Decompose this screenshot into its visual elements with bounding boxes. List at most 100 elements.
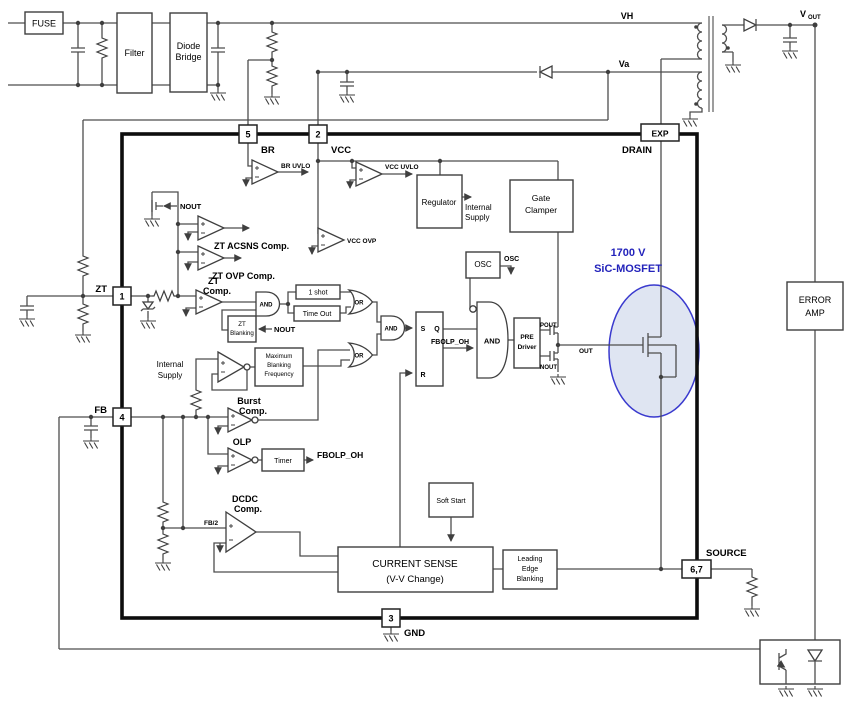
nout-driver-label: NOUT (540, 365, 557, 371)
pin-gnd-label: GND (404, 628, 425, 639)
max-blanking-label-3: Frequency (264, 371, 294, 378)
pin-br-label: BR (261, 145, 275, 156)
zt-divider-resistor-top (77, 253, 89, 281)
zt-comparator (195, 288, 224, 316)
fb-divider-resistor-top (157, 499, 169, 527)
burst-comparator (227, 406, 254, 434)
and-gate-1 (255, 291, 281, 317)
one-shot-box (295, 284, 341, 300)
pin-fb-label: FB (94, 405, 107, 416)
pre-driver-label-2: Driver (518, 344, 537, 351)
pre-driver-label-1: PRE (520, 334, 534, 341)
optocoupler (759, 639, 841, 685)
pin-fb-number: 4 (119, 413, 124, 423)
time-out-box (293, 305, 341, 322)
or1-label: OR (355, 301, 365, 307)
vout-net-sub: OUT (808, 15, 821, 21)
pin-zt: 1 (112, 286, 132, 306)
gate-clamper-label-1: Gate (532, 193, 551, 203)
source-sense-resistor (746, 574, 758, 602)
pin-br: 5 (238, 124, 258, 144)
time-out-label: Time Out (303, 311, 332, 318)
zt-comp-label-2: Comp. (203, 286, 231, 296)
br-divider-resistor-bottom (266, 63, 278, 91)
filter-box (116, 12, 153, 94)
sic-mosfet-highlight-ellipse (608, 284, 700, 418)
vcc-ovp-comparator (317, 226, 346, 254)
zt-comp-label-1: ZT (208, 276, 219, 286)
fbolp-oh-label-1: FBOLP_OH (317, 450, 363, 460)
dcdc-comp-label-1: DCDC (232, 494, 258, 504)
zt-acsns-comparator (197, 214, 226, 242)
pin-vcc: 2 (308, 124, 328, 144)
dcdc-comparator (225, 510, 258, 554)
diode-bridge-label-1: Diode (177, 41, 201, 51)
internal-supply-label-1: Internal (465, 203, 492, 212)
pin-zt-label: ZT (95, 284, 107, 295)
output-rectifier-diode (743, 17, 758, 33)
gate-clamper-box (509, 179, 574, 233)
leb-label-3: Blanking (517, 576, 544, 583)
internal-supply2-label-2: Supply (158, 371, 182, 380)
max-blanking-comparator (217, 350, 246, 384)
vcc-uvlo-comparator (355, 160, 384, 188)
va-net-label: Va (619, 59, 631, 69)
driver-nmos (540, 345, 559, 361)
and1-label: AND (260, 303, 274, 309)
diode-bridge-label-2: Bridge (175, 52, 201, 62)
zt-zener-diode (140, 301, 156, 312)
error-amp-label-1: ERROR (799, 295, 832, 305)
dcdc-comp-label-2: Comp. (234, 504, 262, 514)
or-gate-2 (347, 342, 374, 368)
zt-series-resistor (151, 290, 179, 302)
pin-gnd: 3 (381, 608, 401, 628)
current-sense-label-2: (V-V Change) (386, 574, 444, 585)
driver-pmos (540, 322, 559, 345)
labels: FUSE Filter Diode Bridge VH Va V OUT BR … (32, 9, 832, 639)
max-blanking-label-2: Blanking (267, 362, 291, 369)
max-blanking-label-1: Maximum (266, 353, 293, 360)
error-amp-box (786, 281, 844, 331)
vcc-uvlo-label: VCC UVLO (385, 164, 419, 171)
vcc-charge-diode (538, 64, 553, 80)
blocks (24, 11, 844, 593)
or2-label: OR (355, 354, 365, 360)
regulator-label: Regulator (422, 198, 457, 207)
pins: 5 2 EXP 1 4 3 6,7 (112, 123, 712, 628)
pin-gnd-number: 3 (388, 614, 393, 624)
fb-divider-resistor-bottom (157, 531, 169, 559)
devices (18, 16, 841, 698)
pout-label: POUT (540, 323, 557, 329)
pin-vcc-number: 2 (315, 130, 320, 140)
osc-box (465, 251, 501, 279)
latch-s-label: S (421, 326, 426, 333)
latch-r-label: R (420, 372, 425, 379)
osc-signal-label: OSC (504, 256, 519, 263)
olp-label: OLP (233, 437, 252, 447)
olp-comparator (227, 446, 254, 474)
timer-box (261, 448, 305, 472)
burst-comp-label-1: Burst (237, 396, 261, 406)
error-amp-label-2: AMP (805, 308, 825, 318)
max-blanking-freq-box (254, 347, 304, 387)
burst-comp-label-2: Comp. (239, 406, 267, 416)
fb-pullup-resistor (190, 387, 202, 415)
junction-dots (75, 20, 818, 572)
gate-clamper-label-2: Clamper (525, 205, 557, 215)
fuse-label: FUSE (32, 19, 56, 29)
and-gate-2 (380, 315, 406, 341)
transformer (694, 16, 730, 112)
br-uvlo-comparator (251, 158, 280, 186)
pin-exp: EXP (640, 123, 680, 142)
zt-ovp-comparator (197, 244, 226, 272)
current-sense-label-1: CURRENT SENSE (372, 559, 458, 570)
pin-source-label: SOURCE (706, 548, 747, 559)
mosfet-rating-label: 1700 V (611, 247, 647, 259)
filter-label: Filter (125, 48, 145, 58)
zt-blanking-label-1: ZT (238, 321, 246, 328)
zt-divider-resistor-bottom (77, 301, 89, 329)
pin-zt-number: 1 (119, 292, 124, 302)
fuse-box (24, 11, 64, 35)
pin-exp-number: EXP (651, 128, 668, 138)
